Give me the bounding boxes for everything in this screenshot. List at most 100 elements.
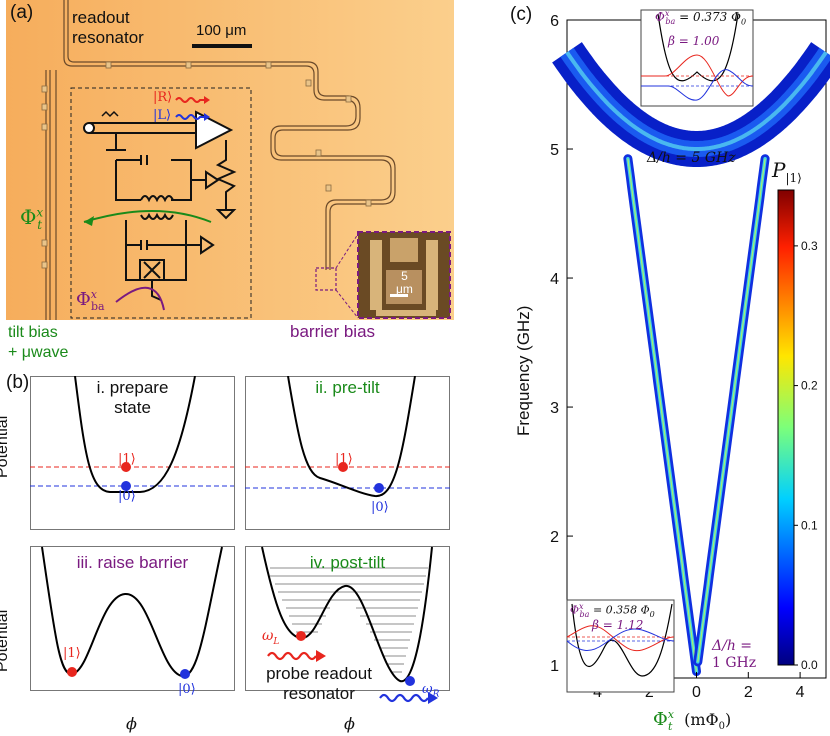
ket-1-label-ii: |1⟩ [335, 452, 353, 467]
colorbar-label-symbol: P [772, 158, 786, 182]
scale-bar [192, 44, 252, 48]
scale-bar-label: 100 μm [196, 22, 247, 39]
omega-r-sub: R [432, 689, 440, 700]
state-0-dot-ii [374, 483, 384, 493]
tilt-bias-line [45, 70, 57, 320]
delta-1ghz-annotation-line1: Δ/h = [712, 638, 753, 654]
heatmap-xlabel-units-text: (mΦ [684, 710, 719, 729]
state-1-dot-i [121, 462, 131, 472]
inset-bottom-flux-sub: ba [579, 609, 590, 619]
panel-a-label: (a) [10, 2, 34, 23]
v-branch-peak-1 [697, 158, 766, 662]
tilt-flux-sup: x [36, 205, 44, 220]
subpanel-i-title-line1: i. prepare [96, 378, 169, 397]
inset-bottom-flux-value-sub: 0 [649, 609, 655, 619]
subpanel-i-frame [30, 376, 235, 530]
tilt-bias-label: tilt bias + μwave [8, 323, 68, 363]
delta-1ghz-annotation: Δ/h = 1 GHz [712, 638, 756, 672]
ket-r-label: |R⟩ [153, 90, 173, 105]
omega-l-symbol: ω [262, 628, 274, 644]
v-branch-peak-0 [627, 158, 698, 672]
barrier-flux-label: Φxba [76, 288, 105, 313]
potential-curve-ii [287, 376, 416, 498]
heatmap-xlabel: Φxt (mΦ0) [653, 708, 731, 733]
barrier-flux-symbol: Φ [76, 289, 91, 310]
inset-bottom-flux-label: Φxba = 0.358 Φ0 [570, 602, 655, 619]
potential-curve-iii [41, 546, 223, 678]
inset-top-flux-label: Φxba = 0.373 Φ0 [655, 9, 746, 26]
probe-readout-label: probe readout resonator [249, 664, 389, 704]
panel-a: (a) readout resonator 100 μm |R⟩ |L⟩ Φxt… [6, 0, 454, 320]
inset-top-flux-sub: ba [665, 17, 676, 27]
l-wave-icon [175, 114, 204, 120]
omega-r-symbol: ω [422, 682, 433, 697]
state-0-dot-iii [180, 669, 190, 679]
potential-wells [30, 376, 450, 704]
junction-inset [357, 231, 451, 319]
inset-top [640, 9, 754, 107]
state-0-dot-i [121, 481, 131, 491]
subpanel-iv-title: iv. post-tilt [309, 553, 386, 572]
heatmap-xlabel-units-sub: 0 [718, 721, 726, 733]
y-tick-label: 1 [550, 658, 559, 675]
state-1-dot-iv [296, 631, 306, 641]
junction-highlight [315, 267, 337, 291]
panel-b-label: (b) [6, 372, 30, 393]
tilt-flux-symbol: Φ [20, 205, 37, 229]
resonator-levels-iv [270, 567, 428, 673]
heatmap-xlabel-units: (mΦ0) [684, 710, 732, 733]
inset-bottom-flux-value: = 0.358 Φ [592, 603, 650, 617]
ket-1-label-iii: |1⟩ [63, 646, 81, 661]
colorbar-label: P|1⟩ [772, 158, 802, 185]
inset-top-flux-value-sub: 0 [740, 17, 747, 27]
heatmap-xlabel-symbol: Φ [653, 709, 668, 730]
chip-micrograph [6, 0, 454, 320]
heatmap-xlabel-units-end: ) [725, 710, 732, 729]
inset-top-flux-symbol: Φ [655, 10, 665, 24]
colorbar-label-sub: |1⟩ [785, 171, 802, 185]
barrier-flux-arrow [115, 286, 165, 311]
phi-axis-label-left: ϕ [126, 714, 137, 733]
subpanel-iii-title: iii. raise barrier [76, 553, 189, 572]
state-1-dot-iii [67, 667, 77, 677]
omega-l-label: ωL [262, 628, 279, 647]
delta-5ghz-annotation: Δ/h = 5 GHz [647, 150, 736, 166]
ket-0-label-i: |0⟩ [118, 489, 136, 504]
inset-top-flux-sup: x [664, 9, 670, 18]
y-tick-label: 4 [550, 271, 559, 288]
inset-scale-label: 5 μm [396, 270, 413, 296]
tilt-arrow-head-icon [84, 216, 94, 226]
colorbar-tick-label: 0.0 [801, 658, 818, 672]
u-branch-core [565, 51, 828, 151]
readout-resonator-label-line2: resonator [72, 28, 144, 47]
probe-wave-r-icon [379, 693, 429, 703]
subpanel-i-title: i. prepare state [30, 378, 235, 418]
circuit-schematic [83, 110, 237, 301]
readout-resonator-trace [63, 0, 396, 270]
delta-1ghz-annotation-line2: 1 GHz [712, 655, 757, 671]
probe-arrow-r-icon [428, 692, 438, 704]
inset-scale-unit: μm [396, 282, 413, 296]
probe-wave-l-icon [267, 651, 317, 661]
probe-readout-line2: resonator [283, 684, 355, 703]
y-tick-label: 2 [550, 529, 559, 546]
state-0-dot-iv [405, 676, 415, 686]
probe-arrow-l-icon [316, 650, 326, 662]
r-arrow-icon [204, 96, 210, 104]
ket-0-label-iii: |0⟩ [178, 682, 196, 697]
heatmap-xlabel-sup: x [667, 708, 674, 721]
heatmap-ylabel: Frequency (GHz) [514, 305, 533, 436]
ket-l-label: |L⟩ [153, 108, 172, 123]
y-tick-label: 3 [550, 400, 559, 417]
probe-readout-line1: probe readout [266, 664, 372, 683]
inset-bottom-beta: β = 1.12 [592, 618, 644, 632]
phi-axis-label-right: ϕ [344, 714, 355, 733]
ket-0-label-ii: |0⟩ [371, 500, 389, 515]
tilt-bias-line2: + μwave [8, 344, 69, 361]
l-arrow-icon [204, 113, 210, 121]
inset-bottom-flux-sup: x [579, 602, 584, 611]
tilt-flux-arrow [83, 210, 212, 223]
inset-top-flux-value: = 0.373 Φ [679, 10, 741, 24]
colorbar-tick-layer: 0.00.10.20.3 [794, 239, 818, 672]
